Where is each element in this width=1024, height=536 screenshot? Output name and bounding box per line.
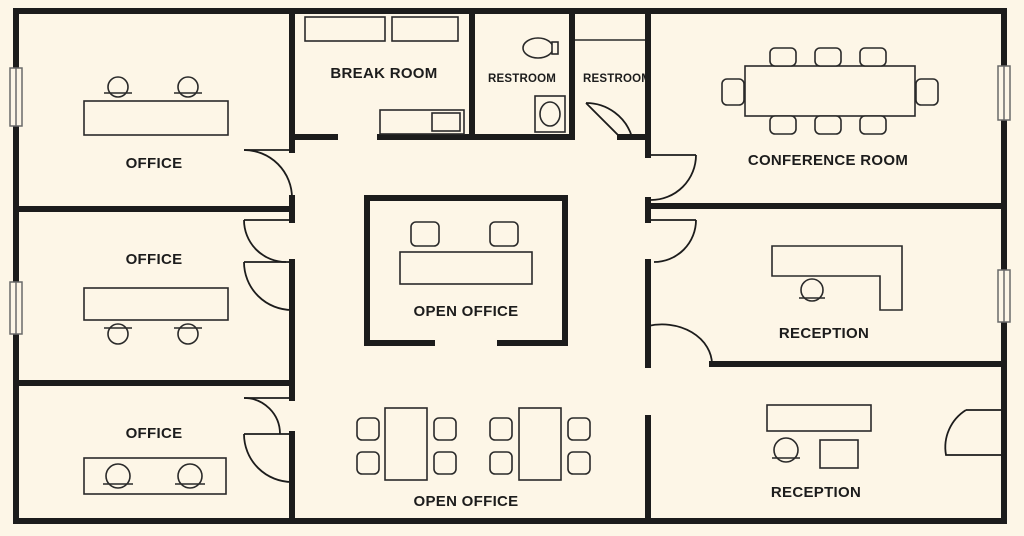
conference-table-icon [744,65,916,117]
windows [9,65,1011,335]
label-restroom-left: RESTROOM [488,73,556,85]
window-icon [997,269,1011,323]
label-reception-lower: RECEPTION [771,484,861,501]
door-swing-icon [585,102,633,138]
chair-icon [814,115,842,135]
chair-icon [356,451,380,475]
window-icon [9,67,23,127]
chair-icon [356,417,380,441]
window-icon [997,65,1011,121]
label-conference-room: CONFERENCE ROOM [748,152,908,169]
label-restroom-right: RESTROOM [583,73,651,85]
chair-icon [489,451,513,475]
desk-icon [83,100,229,136]
desk-icon [83,287,229,321]
label-office-top: OFFICE [126,155,183,172]
toilet-icon [522,37,554,59]
furniture [83,16,939,495]
chair-icon [104,76,132,98]
desk-icon [399,251,533,285]
label-break-room: BREAK ROOM [330,65,437,82]
outer-wall [13,8,1007,524]
toilet-tank-icon [551,41,559,55]
door-swing-icon [243,397,292,435]
chair-icon [859,115,887,135]
chair-icon [433,417,457,441]
door-swing-icon [243,261,293,311]
chair-icon [721,78,745,106]
chair-icon [915,78,939,106]
chair-icon [104,323,132,345]
chair-icon [567,451,591,475]
label-office-middle: OFFICE [126,251,183,268]
sink-basin-icon [539,101,561,127]
chair-icon [772,437,800,463]
chair-icon [175,463,205,489]
desk-icon [384,407,428,481]
desk-icon [518,407,562,481]
doors [243,102,1004,483]
door-swing-icon [648,154,697,201]
room-labels: OFFICE OFFICE OFFICE BREAK ROOM RESTROOM… [126,65,908,510]
desk-icon [766,404,872,432]
sink-icon [431,112,461,132]
chair-icon [769,47,797,67]
chair-icon [799,278,825,302]
door-swing-icon [648,219,697,263]
reception-desk-icon [771,245,903,311]
chair-icon [410,221,440,247]
chair-icon [433,451,457,475]
door-swing-icon [647,323,713,365]
door-swing-icon [243,149,293,199]
label-open-office-bottom: OPEN OFFICE [414,493,519,510]
side-table-icon [819,439,859,469]
walls [13,8,1007,524]
label-office-bottom: OFFICE [126,425,183,442]
chair-icon [174,76,202,98]
door-swing-icon [243,433,293,483]
chair-icon [174,323,202,345]
door-swing-icon [944,409,1004,456]
chair-icon [567,417,591,441]
chair-icon [814,47,842,67]
counter-icon [304,16,386,42]
chair-icon [859,47,887,67]
label-open-office-center: OPEN OFFICE [414,303,519,320]
label-reception-upper: RECEPTION [779,325,869,342]
counter-icon [391,16,459,42]
window-icon [9,281,23,335]
chair-icon [769,115,797,135]
chair-icon [489,417,513,441]
chair-icon [489,221,519,247]
chair-icon [103,463,133,489]
